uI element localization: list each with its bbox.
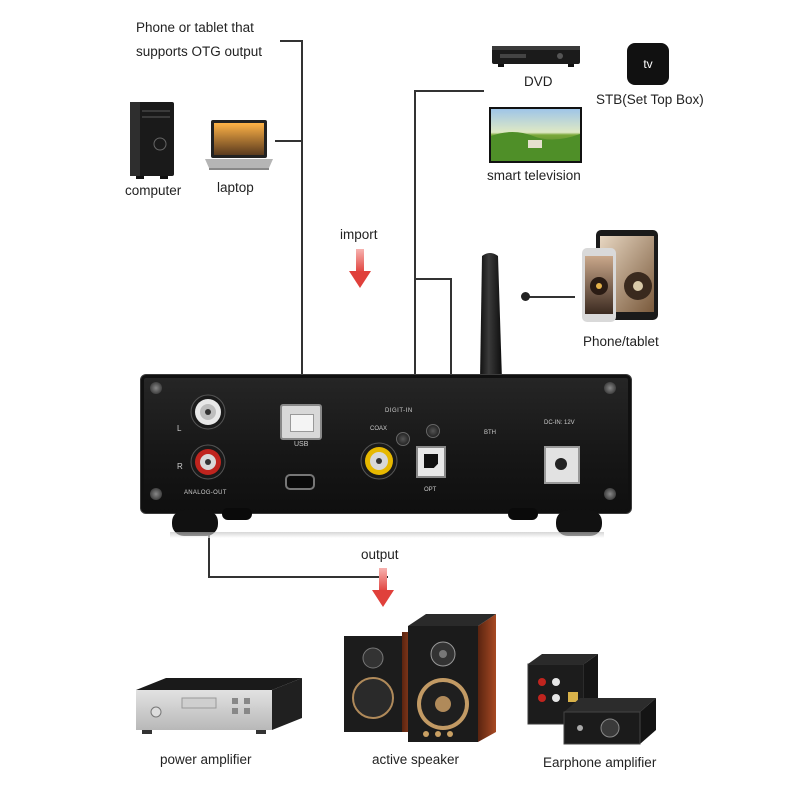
wire-dot <box>521 292 530 301</box>
usb-b-port-inner <box>290 414 314 432</box>
pair-button[interactable] <box>426 424 440 438</box>
dvd-player-icon <box>492 46 580 67</box>
phone-tablet-icon <box>582 230 658 322</box>
wire-dvd-horizontal <box>414 90 484 92</box>
device-shadow <box>170 532 604 538</box>
label-analog-out: ANALOG-OUT <box>184 490 227 496</box>
dc-power-jack[interactable] <box>544 446 580 484</box>
label-opt: OPT <box>424 487 437 493</box>
rca-right-jack[interactable] <box>190 444 226 480</box>
label-computer: computer <box>125 183 182 198</box>
screw-icon <box>150 488 162 500</box>
set-top-box-icon: tv <box>627 43 669 85</box>
rca-left-jack[interactable] <box>190 394 226 430</box>
label-left-channel: L <box>177 424 182 433</box>
wire-laptop-horizontal <box>275 140 303 142</box>
screw-icon <box>150 382 162 394</box>
label-active-speaker: active speaker <box>372 752 460 767</box>
label-bth: BTH <box>484 430 496 436</box>
device-foot <box>172 510 218 536</box>
wire-output-vertical <box>208 498 210 578</box>
label-import: import <box>340 227 378 242</box>
label-stb: STB(Set Top Box) <box>596 92 704 107</box>
wire-opt-vertical <box>450 278 452 458</box>
screw-icon <box>604 382 616 394</box>
smart-tv-icon <box>489 107 582 163</box>
wire-opt-horizontal <box>414 278 452 280</box>
power-amplifier-icon <box>136 678 302 734</box>
micro-usb-port[interactable] <box>285 474 315 490</box>
label-phone-tablet: Phone/tablet <box>583 334 659 349</box>
label-dvd: DVD <box>524 74 553 89</box>
wire-otg-vertical <box>301 40 303 390</box>
laptop-icon <box>205 120 273 170</box>
coax-jack[interactable] <box>360 442 398 480</box>
wire-dvd-vertical <box>414 90 416 430</box>
device-foot <box>508 508 538 520</box>
label-right-channel: R <box>177 462 183 471</box>
device-foot <box>222 508 252 520</box>
active-speaker-icon <box>344 614 496 742</box>
usb-b-port[interactable] <box>280 404 322 440</box>
output-arrow-icon <box>372 568 394 607</box>
label-smart-tv: smart television <box>487 168 581 183</box>
wire-output-horizontal <box>208 576 388 578</box>
wire-phone-bth <box>525 296 575 298</box>
optical-port[interactable] <box>416 446 446 478</box>
label-phone-otg-line1: Phone or tablet that <box>136 20 254 35</box>
label-laptop: laptop <box>217 180 254 195</box>
input-select-button[interactable] <box>396 432 410 446</box>
label-power-amplifier: power amplifier <box>160 752 252 767</box>
label-output: output <box>361 547 399 562</box>
label-dc-in: DC-IN: 12V <box>544 420 575 426</box>
wire-otg-top <box>280 40 302 42</box>
earphone-amplifier-icon <box>527 654 656 745</box>
label-coax: COAX <box>370 426 388 432</box>
computer-tower-icon <box>130 102 174 179</box>
import-arrow-icon <box>349 249 371 288</box>
device-foot <box>556 510 602 536</box>
stb-logo-text: tv <box>643 57 653 71</box>
screw-icon <box>604 488 616 500</box>
label-digit-in: DIGIT-IN <box>385 408 413 414</box>
optical-port-inner <box>424 454 438 468</box>
label-usb: USB <box>294 441 309 448</box>
dc-power-jack-hole <box>555 458 567 470</box>
label-phone-otg-line2: supports OTG output <box>136 44 263 59</box>
label-earphone-amplifier: Earphone amplifier <box>543 755 657 770</box>
